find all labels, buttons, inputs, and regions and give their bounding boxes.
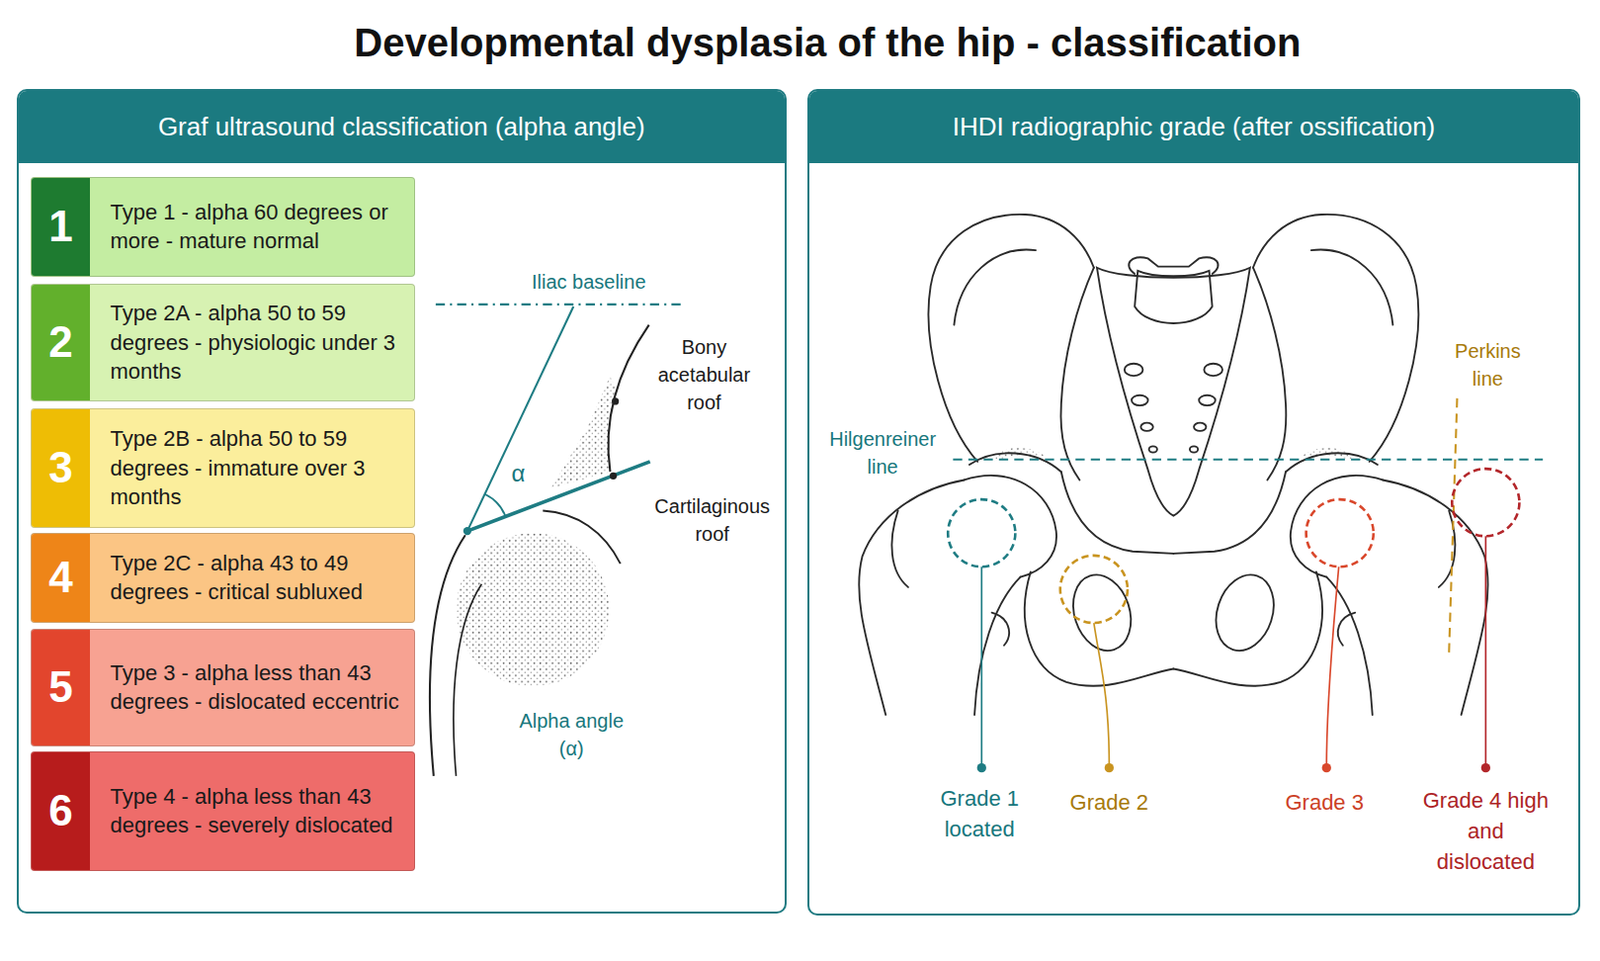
iliac-wing xyxy=(928,214,1095,462)
sacrum xyxy=(1096,267,1251,516)
band-text: Type 4 - alpha less than 43 degrees - se… xyxy=(89,775,415,846)
sacral-foramen xyxy=(1149,445,1158,452)
band-number: 6 xyxy=(31,752,90,870)
obturator-foramen xyxy=(1063,567,1140,659)
band-number: 2 xyxy=(31,284,90,401)
capsule-arc xyxy=(542,509,620,564)
line-label: Iliac baseline xyxy=(506,267,671,296)
band-number: 3 xyxy=(31,409,90,527)
perkins-line xyxy=(1448,398,1457,654)
alpha-angle-figure xyxy=(429,304,684,776)
sacroiliac-edge xyxy=(1060,267,1094,481)
part-label: Bony acetabular roof xyxy=(645,333,763,417)
iliac-baseline xyxy=(435,303,684,306)
diagram-title: Developmental dysplasia of the hip - cla… xyxy=(353,20,1301,66)
leader-dot xyxy=(977,762,987,772)
sacral-foramen xyxy=(1189,445,1198,452)
leader-line xyxy=(1094,622,1109,766)
grade-label: Grade 2 xyxy=(1058,787,1161,819)
grade-label: Grade 3 xyxy=(1273,787,1376,819)
band-text: Type 2B - alpha 50 to 59 degrees - immat… xyxy=(89,418,415,518)
line-label: Hilgenreiner line xyxy=(819,424,947,481)
line-label: Perkins line xyxy=(1444,336,1532,393)
leader-line xyxy=(1485,535,1488,765)
grade-1-circle xyxy=(947,499,1015,567)
grade-band: 5Type 3 - alpha less than 43 degrees - d… xyxy=(30,628,416,747)
sacral-foramen xyxy=(1140,422,1153,431)
grade-label: Grade 1 located xyxy=(928,783,1031,845)
grade-4-circle xyxy=(1451,468,1519,536)
femoral-head-outline xyxy=(964,475,1057,578)
sacral-foramen xyxy=(1124,363,1144,376)
band-text: Type 3 - alpha less than 43 degrees - di… xyxy=(89,652,415,723)
bony-roof-line xyxy=(608,325,650,473)
grade-2-circle xyxy=(1060,555,1128,623)
figure-caption: Alpha angle (α) xyxy=(505,706,638,762)
sacral-foramen xyxy=(1203,363,1223,376)
angle-symbol: α xyxy=(505,456,531,491)
grade-band: 1Type 1 - alpha 60 degrees or more - mat… xyxy=(30,176,416,277)
ischium xyxy=(1024,571,1175,685)
greater-trochanter xyxy=(891,509,909,587)
grade-band: 3Type 2B - alpha 50 to 59 degrees - imma… xyxy=(30,408,416,528)
inner-contour xyxy=(453,584,482,776)
lesser-trochanter xyxy=(992,612,1010,646)
grade-3-circle xyxy=(1306,499,1374,567)
cartilage-dot xyxy=(609,472,617,480)
grade-band: 2Type 2A - alpha 50 to 59 degrees - phys… xyxy=(30,283,416,402)
grade-band: 6Type 4 - alpha less than 43 degrees - s… xyxy=(30,751,416,871)
leader-dot xyxy=(1322,762,1332,772)
leader-dot xyxy=(1481,762,1491,772)
acetabulum xyxy=(969,452,1062,472)
band-text: Type 1 - alpha 60 degrees or more - matu… xyxy=(89,191,415,262)
sacral-foramen xyxy=(1198,395,1216,406)
grade-markers xyxy=(947,468,1519,772)
panel-heading: Graf ultrasound classification (alpha an… xyxy=(18,90,786,164)
sacral-promontory xyxy=(1134,270,1212,324)
outer-contour xyxy=(429,534,466,776)
alpha-arc xyxy=(485,494,506,517)
leader-line xyxy=(980,566,983,765)
band-text: Type 2C - alpha 43 to 49 degrees - criti… xyxy=(89,542,415,613)
femur-outer xyxy=(858,479,965,714)
part-label: Cartilaginous roof xyxy=(642,492,781,548)
grade-band: 4Type 2C - alpha 43 to 49 degrees - crit… xyxy=(30,532,416,623)
pelvis-figure xyxy=(858,214,1488,715)
grade-label: Grade 4 high and dislocated xyxy=(1422,785,1550,877)
bony-roof-dot xyxy=(611,397,619,405)
iliac-ridge xyxy=(953,250,1036,326)
panel-heading: IHDI radiographic grade (after ossificat… xyxy=(809,90,1580,164)
leader-line xyxy=(1326,566,1339,765)
apex-dot xyxy=(463,526,472,535)
sacral-foramen xyxy=(1193,422,1206,431)
roof-line xyxy=(467,461,651,531)
cartilage-stipple xyxy=(551,375,616,489)
reference-lines xyxy=(952,398,1543,654)
sacral-foramen xyxy=(1131,395,1149,406)
vertebra-top xyxy=(1128,256,1218,274)
band-number: 1 xyxy=(31,177,90,276)
leader-dot xyxy=(1104,762,1114,772)
band-text: Type 2A - alpha 50 to 59 degrees - physi… xyxy=(89,292,415,393)
band-number: 5 xyxy=(31,629,90,746)
band-number: 4 xyxy=(31,533,90,622)
femoral-head xyxy=(456,532,610,686)
